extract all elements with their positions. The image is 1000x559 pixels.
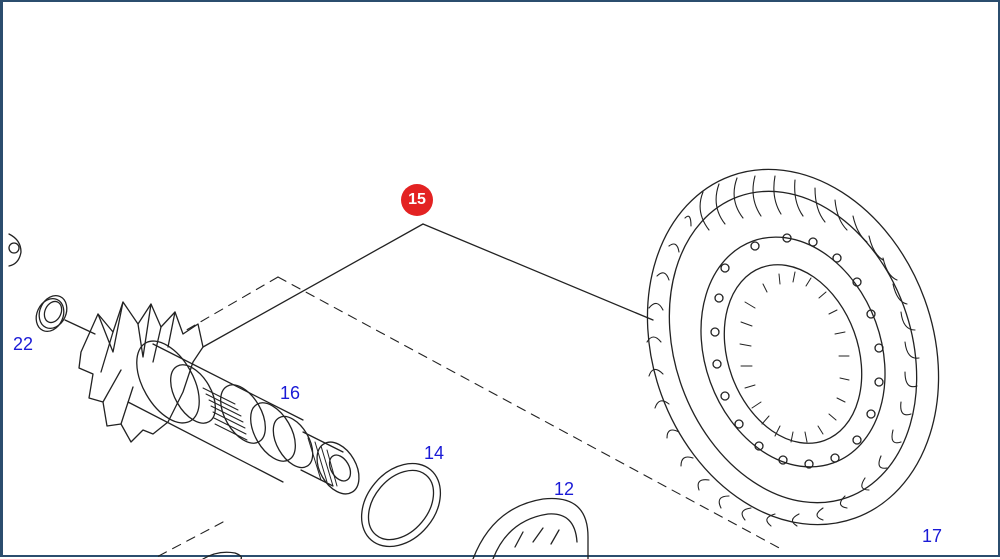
bearing-ring-22 xyxy=(35,294,96,335)
bearing-12 xyxy=(472,497,589,559)
callout-16-label[interactable]: 16 xyxy=(280,383,301,403)
clip-part-left xyxy=(8,233,22,267)
pinion-shaft-16 xyxy=(78,301,360,495)
partial-part-bottom-left xyxy=(202,551,243,559)
callout-15-marker[interactable]: 15 xyxy=(401,184,433,216)
shim-ring-14 xyxy=(360,462,442,548)
exploded-gear-drawing xyxy=(8,168,940,559)
callout-15-label: 15 xyxy=(408,191,426,208)
callout-22-label[interactable]: 22 xyxy=(13,334,34,354)
assembly-dashed-lines xyxy=(152,276,784,559)
bolt-holes xyxy=(710,233,884,469)
crown-wheel-17 xyxy=(646,168,940,527)
callout-17-label[interactable]: 17 xyxy=(922,526,943,546)
callout-14-label[interactable]: 14 xyxy=(424,443,445,463)
callout-12-label[interactable]: 12 xyxy=(554,479,575,499)
leader-lines-15 xyxy=(202,223,654,348)
